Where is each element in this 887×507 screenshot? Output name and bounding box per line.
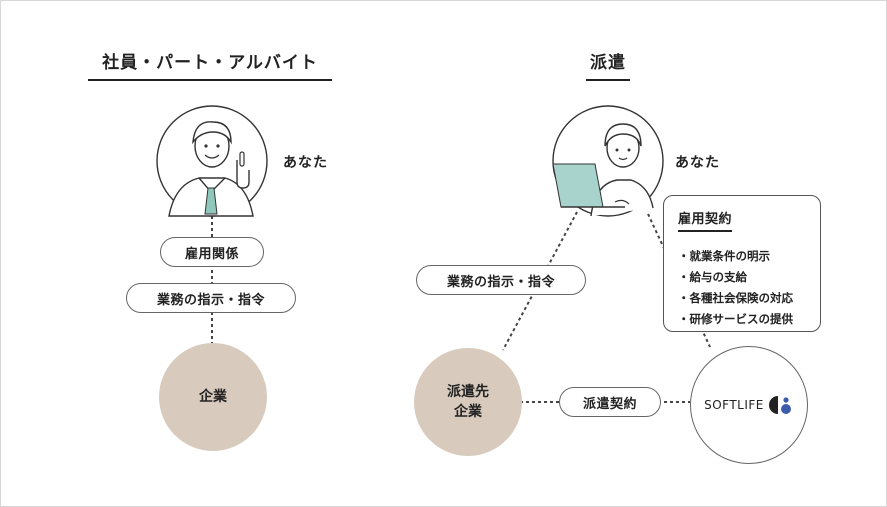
employee-avatar-icon — [156, 105, 268, 217]
employment-contract-box: 雇用契約 就業条件の明示 給与の支給 各種社会保険の対応 研修サービスの提供 — [663, 195, 821, 332]
dispatch-worker-avatar-icon — [552, 105, 664, 217]
dispatch-company-label-line2: 企業 — [454, 404, 482, 420]
list-item: 研修サービスの提供 — [678, 309, 794, 330]
left-you-label: あなた — [283, 155, 328, 171]
tie-icon — [204, 187, 218, 215]
softlife-logo-icon — [768, 396, 791, 414]
company-circle: 企業 — [159, 343, 267, 451]
softlife-logo-text: SOFTLIFE — [704, 398, 764, 412]
employment-contract-list: 就業条件の明示 給与の支給 各種社会保険の対応 研修サービスの提供 — [678, 246, 794, 330]
employment-contract-title: 雇用契約 — [678, 208, 733, 232]
dispatch-company-circle: 派遣先 企業 — [414, 348, 522, 456]
right-heading: 派遣 — [586, 48, 630, 81]
list-item: 各種社会保険の対応 — [678, 288, 794, 309]
laptop-icon — [552, 163, 604, 208]
right-instruction-pill: 業務の指示・指令 — [416, 265, 586, 295]
left-instruction-pill: 業務の指示・指令 — [126, 283, 296, 313]
dispatch-company-label-line1: 派遣先 — [447, 384, 489, 400]
left-heading: 社員・パート・アルバイト — [88, 48, 332, 81]
employment-relationship-pill: 雇用関係 — [160, 237, 264, 267]
softlife-circle: SOFTLIFE — [690, 346, 808, 464]
dispatch-contract-pill: 派遣契約 — [559, 387, 661, 417]
list-item: 給与の支給 — [678, 267, 793, 288]
list-item: 就業条件の明示 — [678, 246, 793, 267]
right-you-label: あなた — [675, 155, 720, 171]
